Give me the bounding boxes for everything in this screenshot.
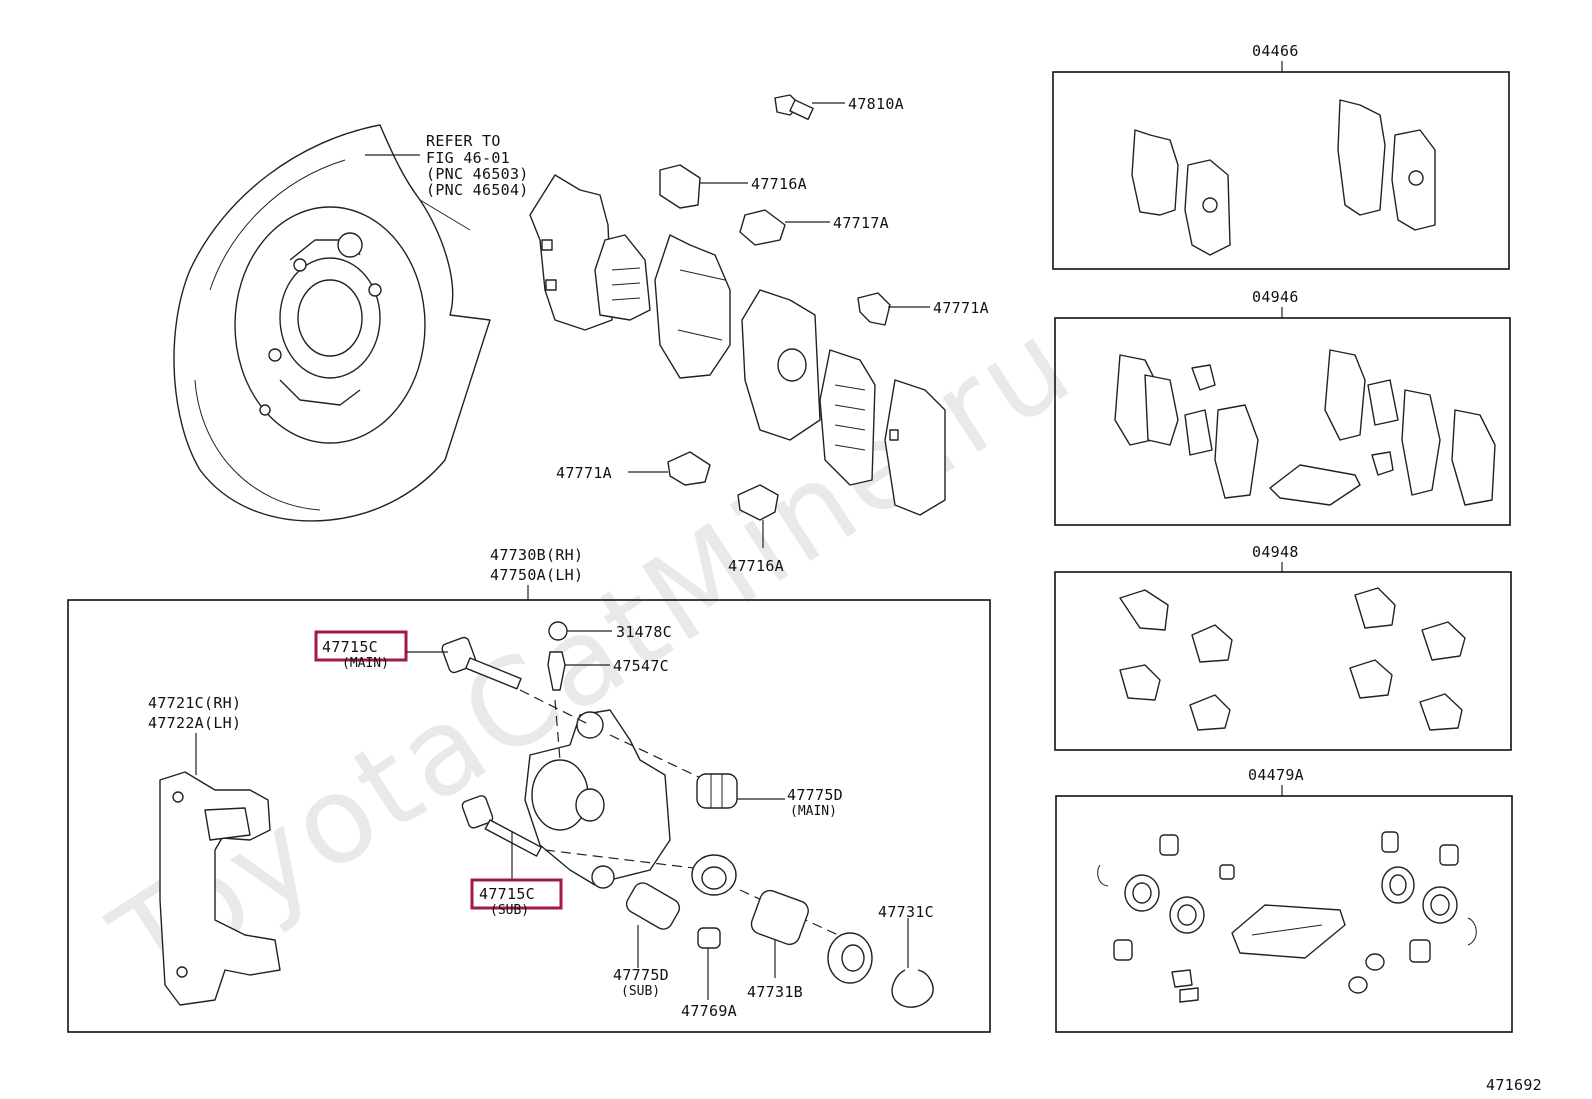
- bolt-47810a-drawing: [774, 94, 814, 121]
- label-caliper-lh: 47750A(LH): [490, 566, 583, 584]
- bleeder-screw-drawing: [547, 651, 566, 691]
- refer-line-1: REFER TO: [426, 132, 501, 150]
- kit-04466-box: [1052, 71, 1510, 270]
- highlight-47715c-main: [314, 630, 408, 662]
- shim-inner-drawing: [594, 234, 651, 321]
- label-47731b: 47731B: [747, 983, 803, 1001]
- shim-outer-drawing: [529, 174, 613, 331]
- label-mount-rh: 47721C(RH): [148, 694, 241, 712]
- label-47547c: 47547C: [613, 657, 669, 675]
- piston-seal-drawing: [691, 854, 737, 896]
- boot-sub-drawing: [625, 882, 681, 930]
- label-47771a-left: 47771A: [556, 464, 612, 482]
- figure-number: 471692: [1486, 1076, 1542, 1094]
- guide-line-4: [544, 849, 711, 871]
- kit-04946-box: [1054, 317, 1511, 526]
- kit-04948-code: 04948: [1252, 543, 1299, 561]
- kit-04466-pads-drawing: [1131, 99, 1436, 256]
- pad-front-drawing: [654, 234, 731, 379]
- label-caliper-rh: 47730B(RH): [490, 546, 583, 564]
- clip-47771a-right-drawing: [857, 292, 891, 326]
- caliper-assembly-box: [67, 599, 991, 1033]
- guide-pin-sub-drawing: [461, 795, 542, 857]
- clip-47771a-left-drawing: [667, 451, 711, 486]
- pad-rear-drawing: [741, 289, 821, 441]
- kit-04466-code: 04466: [1252, 42, 1299, 60]
- refer-line-2: FIG 46-01: [426, 149, 510, 167]
- label-31478c: 31478C: [616, 623, 672, 641]
- label-47716a-bottom: 47716A: [728, 557, 784, 575]
- label-mount-lh: 47722A(LH): [148, 714, 241, 732]
- caliper-body-drawing: [524, 709, 671, 889]
- kit-04948-clips-drawing: [1119, 587, 1466, 731]
- boot-main-drawing: [696, 773, 738, 809]
- guide-pin-main-drawing: [441, 636, 522, 690]
- label-sub-1: (SUB): [490, 903, 529, 918]
- backing-plate-drawing: [173, 124, 491, 522]
- guide-line-3: [609, 734, 706, 781]
- label-47715c-sub: 47715C: [479, 885, 535, 903]
- label-47810a: 47810A: [848, 95, 904, 113]
- kit-04479a-box: [1055, 795, 1513, 1033]
- kit-04946-shims-drawing: [1114, 349, 1496, 506]
- guide-line-2: [554, 699, 561, 761]
- label-47775d-sub: 47775D: [613, 966, 669, 984]
- shim-rear-outer-drawing: [884, 379, 946, 516]
- label-47775d-main: 47775D: [787, 786, 843, 804]
- refer-line-3: (PNC 46503): [426, 165, 529, 183]
- kit-04479a-code: 04479A: [1248, 766, 1304, 784]
- shim-rear-drawing: [819, 349, 876, 486]
- label-main-1: (MAIN): [342, 656, 389, 671]
- cylinder-boot-drawing: [827, 932, 873, 984]
- clip-47716a-bottom-drawing: [737, 484, 779, 521]
- label-47771a-right: 47771A: [933, 299, 989, 317]
- kit-04479a-parts-drawing: [1097, 831, 1477, 1003]
- kit-04946-code: 04946: [1252, 288, 1299, 306]
- highlight-47715c-sub: [470, 878, 563, 910]
- label-main-2: (MAIN): [790, 804, 837, 819]
- bleeder-cap-drawing: [548, 621, 568, 641]
- bushing-47769a-drawing: [697, 927, 721, 949]
- caliper-mount-drawing: [159, 771, 281, 1006]
- label-47716a-top: 47716A: [751, 175, 807, 193]
- guide-line-1: [519, 689, 591, 726]
- label-47715c-main: 47715C: [322, 638, 378, 656]
- refer-line-4: (PNC 46504): [426, 181, 529, 199]
- label-sub-2: (SUB): [621, 984, 660, 999]
- snap-ring-drawing: [891, 969, 934, 1008]
- label-47769a: 47769A: [681, 1002, 737, 1020]
- label-47731c: 47731C: [878, 903, 934, 921]
- piston-drawing: [750, 889, 809, 946]
- kit-04948-box: [1054, 571, 1512, 751]
- clip-47716a-top-drawing: [659, 164, 701, 209]
- label-47717a: 47717A: [833, 214, 889, 232]
- clip-47717a-drawing: [739, 209, 786, 246]
